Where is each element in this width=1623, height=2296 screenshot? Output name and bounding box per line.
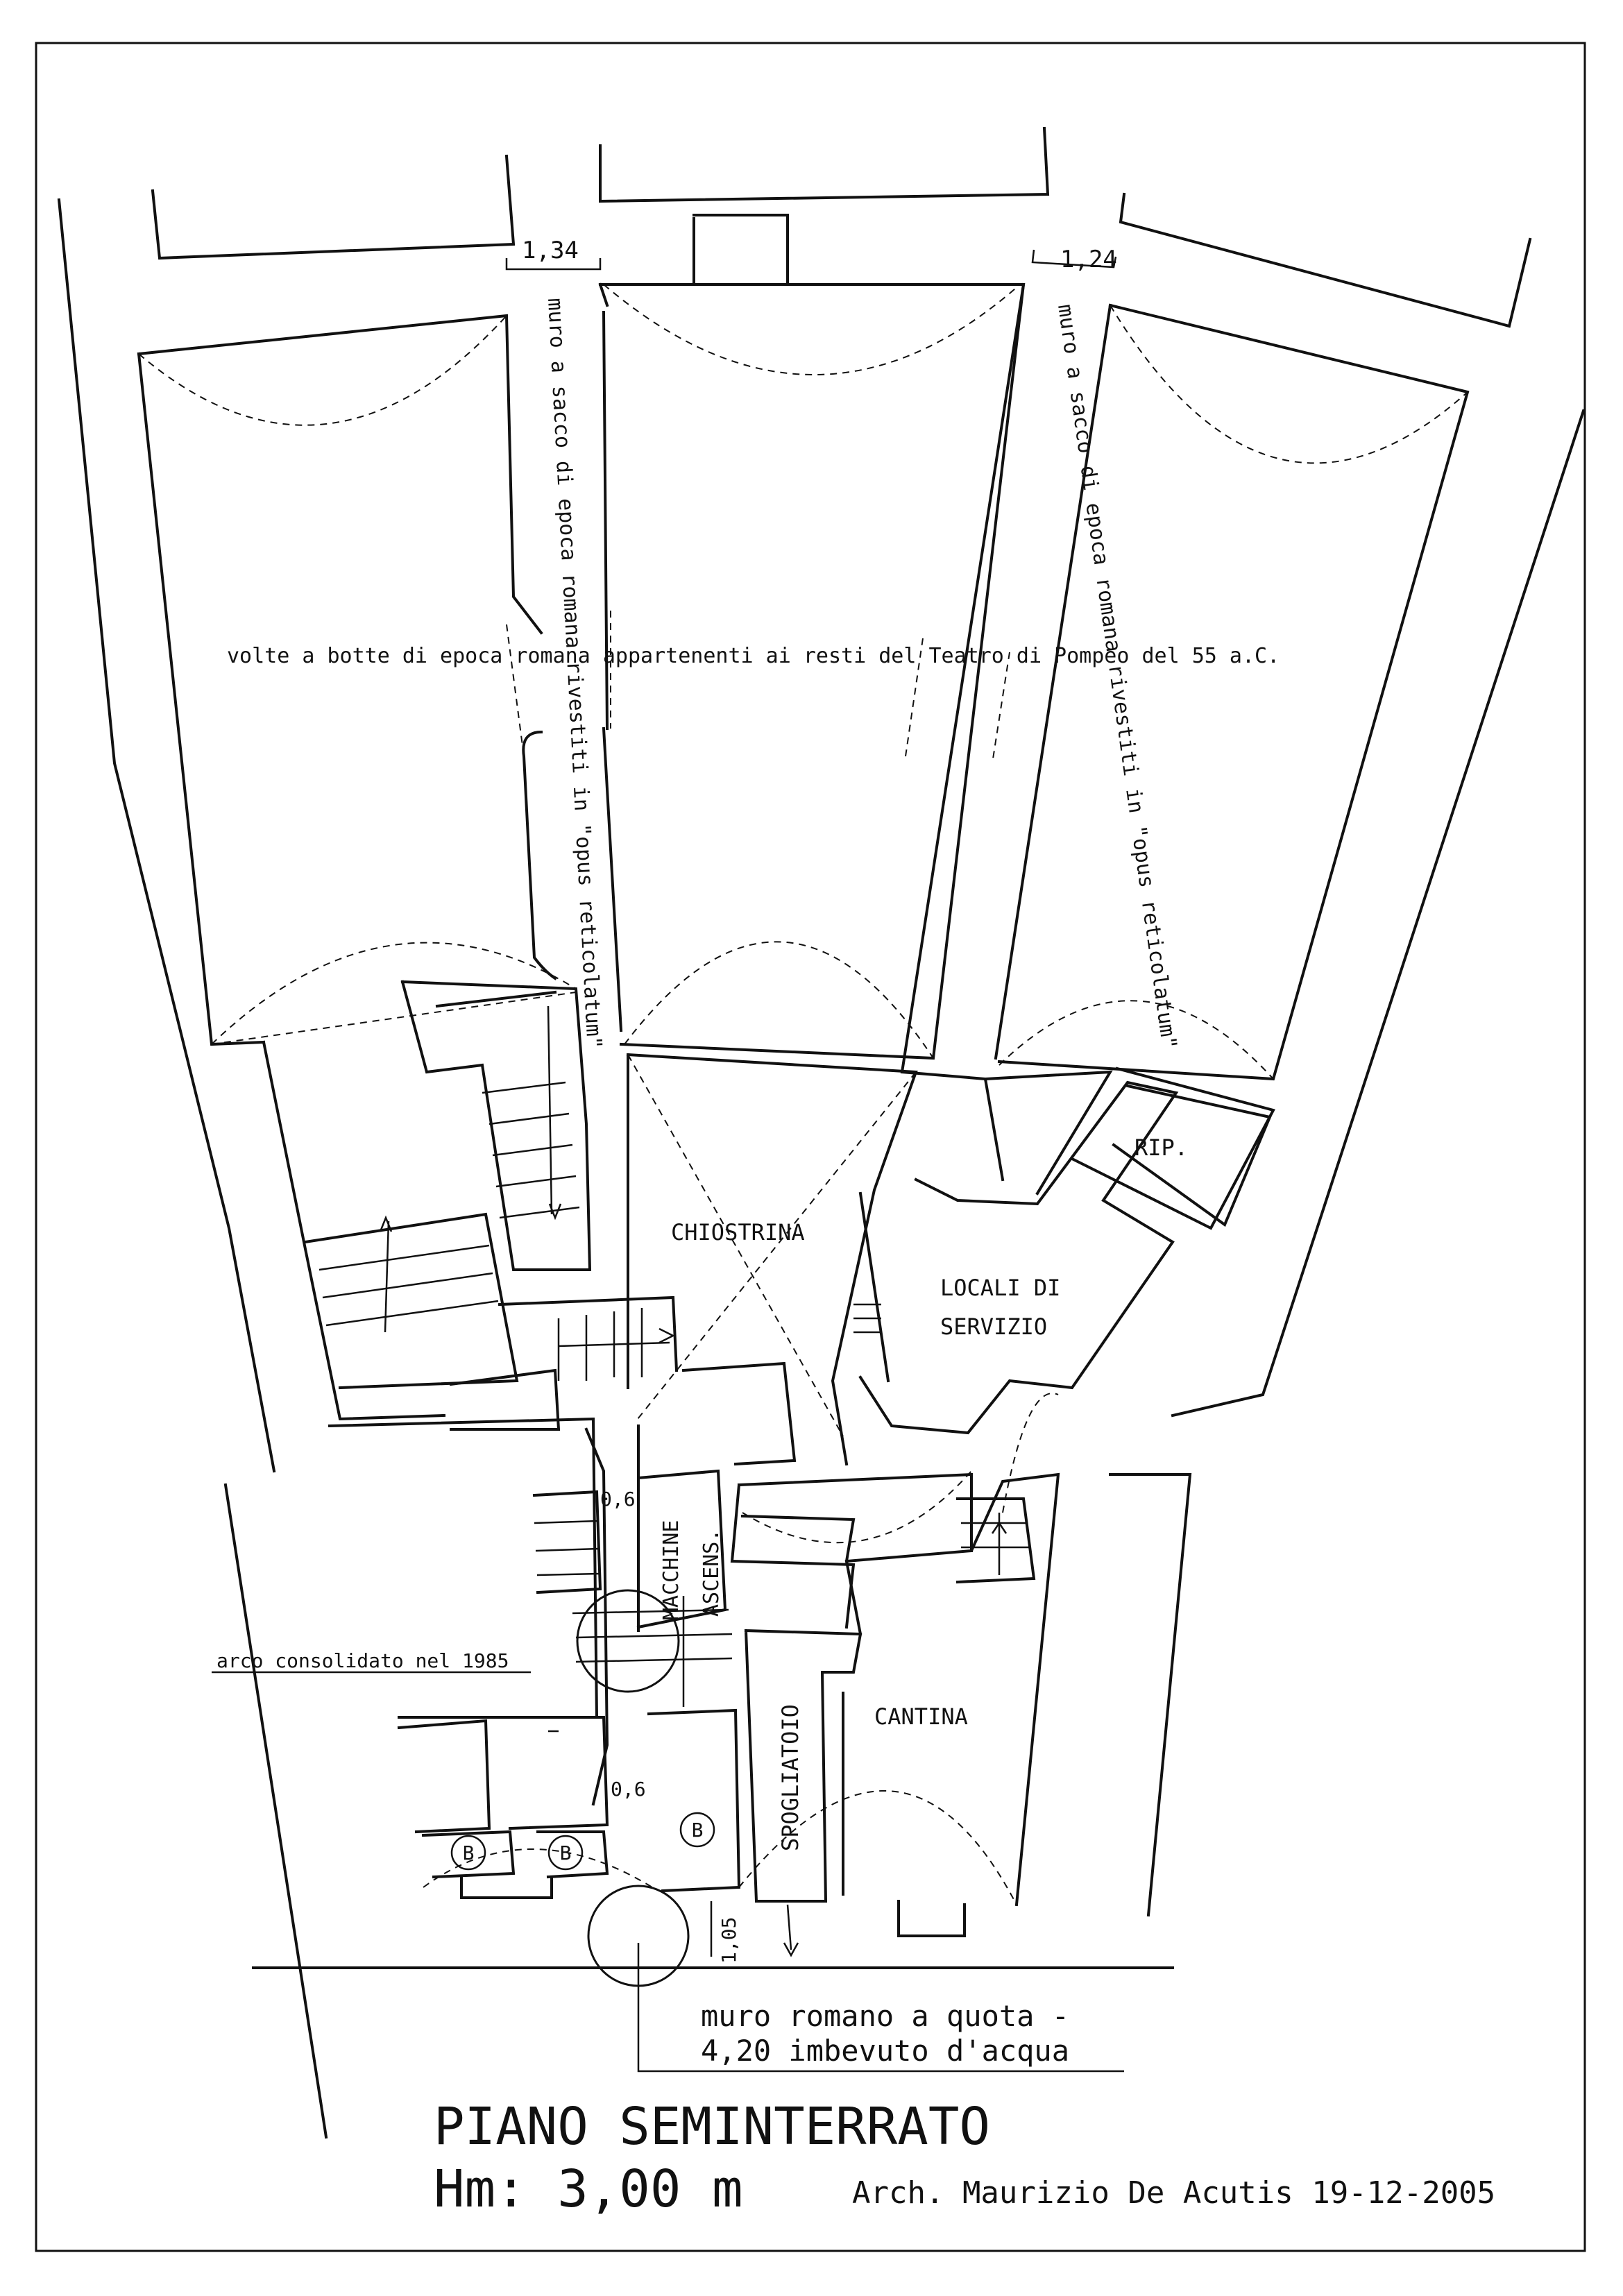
- author-credit: Arch. Maurizio De Acutis 19-12-2005: [852, 2175, 1495, 2211]
- bathroom-label-2: B: [560, 1842, 572, 1864]
- room-spogliatoio: SPOGLIATOIO: [777, 1704, 804, 1851]
- bathroom-label-3: B: [692, 1819, 704, 1842]
- left-wall-note: muro a sacco di epoca romana rivestiti i…: [543, 298, 606, 1050]
- room-rip: RIP.: [1135, 1134, 1188, 1161]
- site-outline: [57, 126, 1586, 2139]
- bathroom-label-1: B: [463, 1842, 475, 1864]
- bathroom-markers: B B B: [450, 1812, 715, 1871]
- lower-building: [262, 980, 1275, 1937]
- roman-wall-note-line2: 4,20 imbevuto d'acqua: [701, 2034, 1069, 2068]
- room-ascens: ASCENS.: [699, 1529, 724, 1617]
- floor-height: Hm: 3,00 m: [434, 2159, 743, 2219]
- right-wall-note: muro a sacco di epoca romana rivestiti i…: [1053, 303, 1181, 1051]
- arch-note: arco consolidato nel 1985: [216, 1649, 509, 1672]
- vault-dashed-lines: [138, 284, 1468, 1080]
- left-wall-dimension: 1,34: [522, 237, 579, 264]
- lower-dashed-arcs: [423, 1393, 1059, 1905]
- room-chiostrina: CHIOSTRINA: [671, 1219, 805, 1245]
- passage-dimension-lower: 0,6: [611, 1778, 646, 1801]
- right-wall-dimension: 1,24: [1060, 246, 1117, 273]
- room-macchine: MACCHINE: [659, 1520, 683, 1621]
- room-cantina: CANTINA: [874, 1703, 968, 1730]
- dimension-marks: [212, 249, 1124, 2073]
- vault-blocks: [137, 214, 1470, 1182]
- roman-wall-note-line1: muro romano a quota -: [701, 1999, 1069, 2033]
- front-depth-dimension: 1,05: [717, 1917, 740, 1964]
- sheet-frame: [35, 42, 1586, 2252]
- room-locali-line2: SERVIZIO: [940, 1313, 1047, 1340]
- room-locali-line1: LOCALI DI: [940, 1275, 1060, 1301]
- consolidated-arch-marker: [576, 1589, 680, 1693]
- passage-dimension-upper: 0,6: [600, 1488, 636, 1511]
- vault-note: volte a botte di epoca romana appartenen…: [227, 644, 1280, 668]
- drawing-title: PIANO SEMINTERRATO: [434, 2097, 990, 2157]
